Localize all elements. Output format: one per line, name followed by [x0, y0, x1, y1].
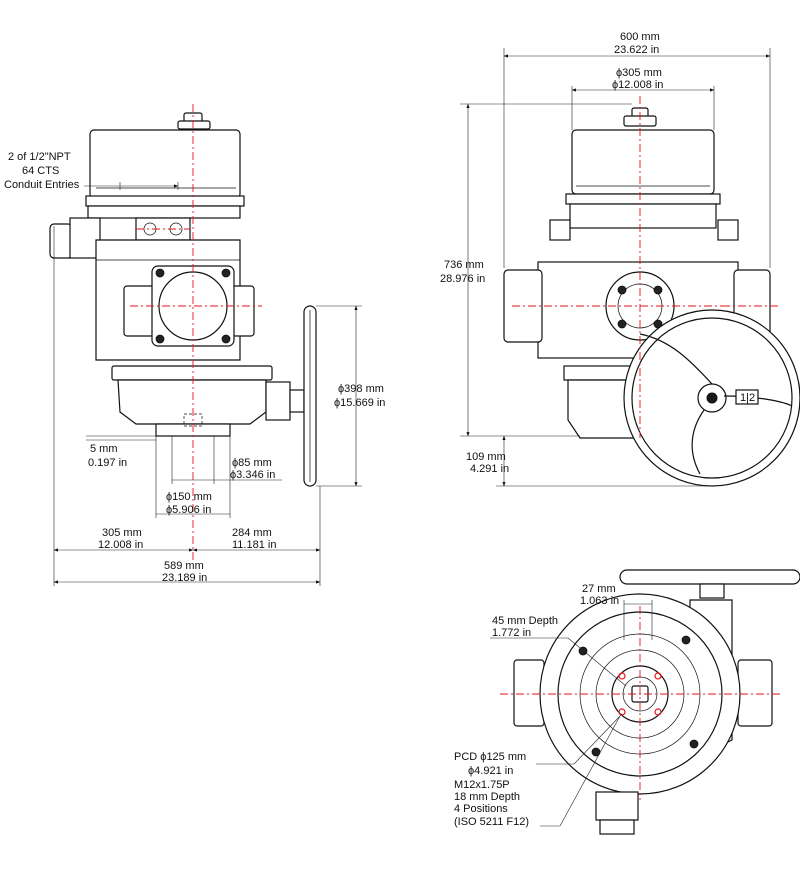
label-589mm: 589 mm [164, 560, 204, 572]
label-600mm: 600 mm [620, 31, 660, 43]
label-109mm: 109 mm [466, 451, 506, 463]
label-d15669in: ϕ15.669 in [334, 397, 385, 409]
front-view-dimensions [460, 48, 771, 487]
label-d12008in: ϕ12.008 in [612, 79, 663, 91]
label-pcd-5: 4 Positions [454, 803, 508, 815]
label-27mm: 27 mm [582, 583, 616, 595]
label-d3346in: ϕ3.346 in [230, 469, 275, 481]
front-view: 1|2 [503, 96, 800, 487]
label-d85mm: ϕ85 mm [232, 457, 272, 469]
labels: 2 of 1/2"NPT 64 CTS Conduit Entries 5 mm… [4, 31, 663, 828]
label-pcd-4: 18 mm Depth [454, 791, 520, 803]
bottom-view [500, 569, 800, 835]
label-5mm: 5 mm [90, 443, 118, 455]
label-d150mm: ϕ150 mm [166, 491, 212, 503]
label-pcd-3: M12x1.75P [454, 779, 510, 791]
label-23622in: 23.622 in [614, 44, 659, 56]
label-28976in: 28.976 in [440, 273, 485, 285]
label-45mm-depth: 45 mm Depth [492, 615, 558, 627]
label-284mm: 284 mm [232, 527, 272, 539]
label-conduit-2: 64 CTS [22, 165, 59, 177]
side-view [49, 104, 317, 560]
label-1772in: 1.772 in [492, 627, 531, 639]
label-d5906in: ϕ5.906 in [166, 504, 211, 516]
label-d305mm: ϕ305 mm [616, 67, 662, 79]
label-305mm: 305 mm [102, 527, 142, 539]
label-conduit-1: 2 of 1/2"NPT [8, 151, 71, 163]
label-4291in: 4.291 in [470, 463, 509, 475]
bottom-view-dimensions [490, 600, 653, 827]
label-d398mm: ϕ398 mm [338, 383, 384, 395]
label-pcd-2: ϕ4.921 in [468, 765, 513, 777]
label-736mm: 736 mm [444, 259, 484, 271]
label-1063in: 1.063 in [580, 595, 619, 607]
label-pcd-6: (ISO 5211 F12) [454, 816, 529, 828]
label-12008in: 12.008 in [98, 539, 143, 551]
side-view-dimensions [53, 182, 362, 586]
label-conduit-3: Conduit Entries [4, 179, 80, 191]
label-pcd-1: PCD ϕ125 mm [454, 751, 526, 763]
label-23189in: 23.189 in [162, 572, 207, 584]
svg-text:1|2: 1|2 [740, 392, 755, 404]
label-0197in: 0.197 in [88, 457, 127, 469]
label-11181in: 11.181 in [232, 539, 276, 551]
